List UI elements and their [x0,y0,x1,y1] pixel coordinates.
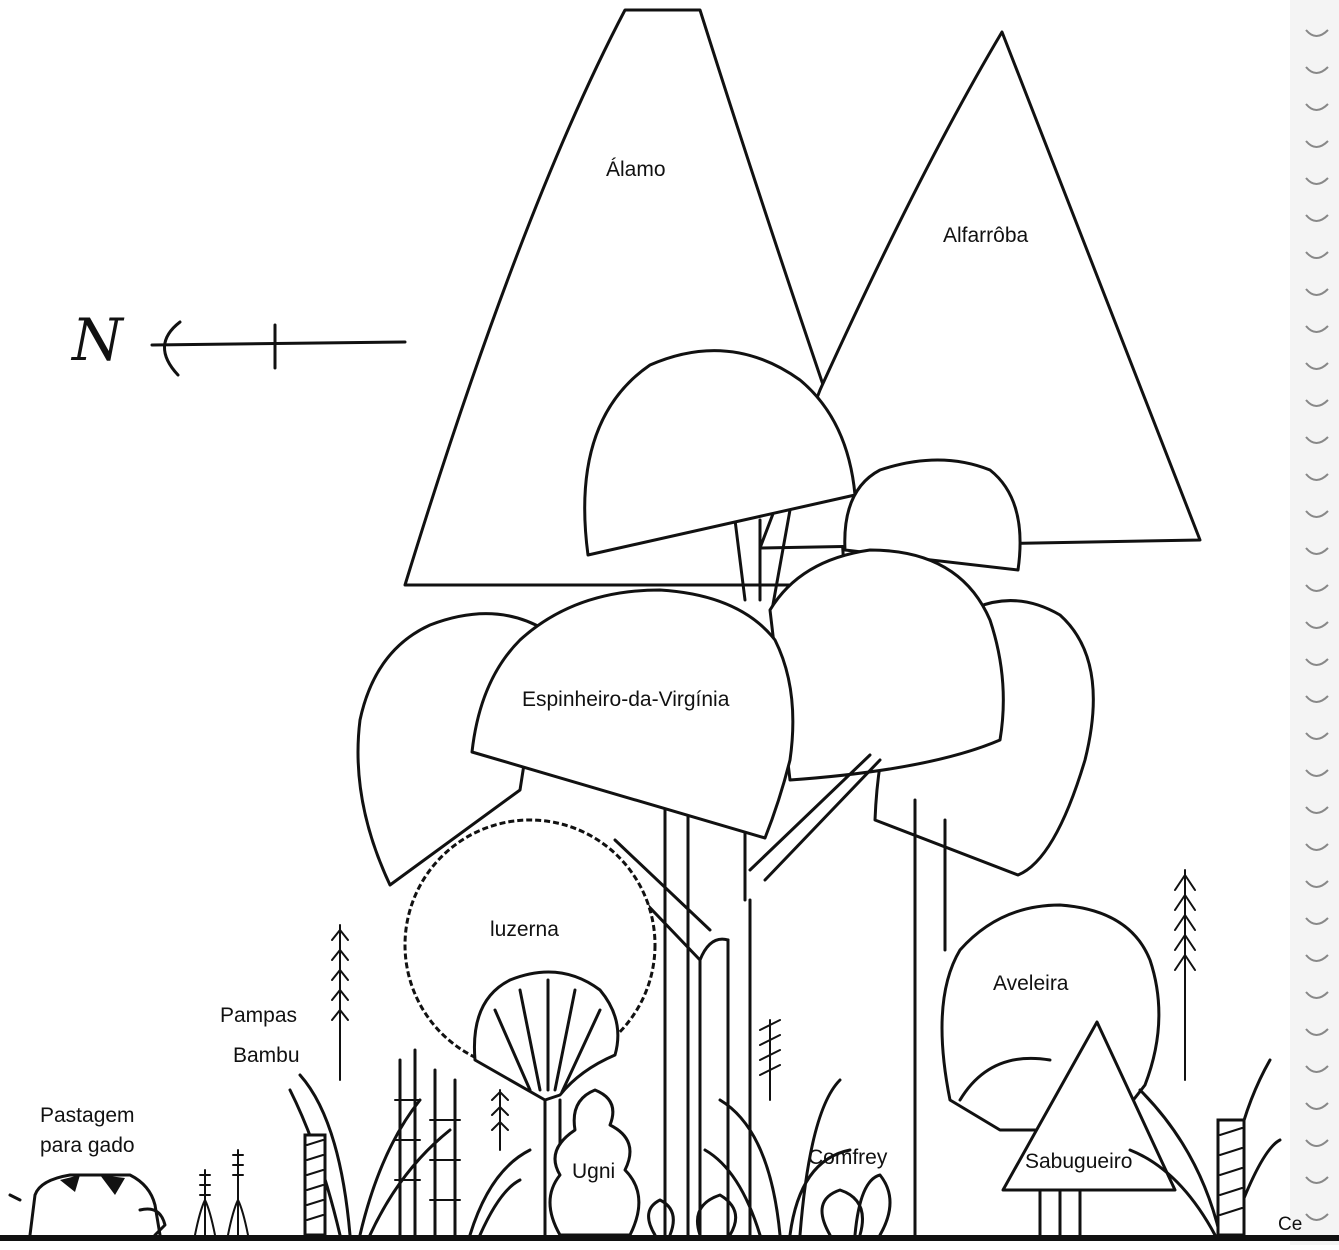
pastagem-label-line2: para gado [40,1134,135,1157]
espinheiro-label: Espinheiro-da-Virgínia [522,688,730,711]
binder-rings [1290,0,1339,1245]
ugni-label: Ugni [572,1160,615,1183]
alamo-label: Álamo [606,158,666,181]
aveleira-label: Aveleira [993,972,1069,995]
comfrey-label: Comfrey [808,1146,888,1169]
bambu-label: Bambu [233,1044,300,1067]
cow-figure [10,1175,165,1235]
cut-edge-label: Ce [1278,1214,1302,1235]
alfarroba-label: Alfarrôba [943,224,1029,247]
compass-letter: N [70,306,125,374]
luzerna-label: luzerna [490,918,559,941]
compass: N [70,306,405,375]
pastagem-label-line1: Pastagem [40,1104,135,1127]
small-flowers [195,1150,248,1235]
sabugueiro-label: Sabugueiro [1025,1150,1132,1173]
ground-plants [649,1175,890,1235]
pampas-bambu-labels: Pampas Bambu [220,1004,300,1067]
pastagem-label-group: Pastagem para gado [40,1104,135,1157]
ugni-bush: Ugni [550,1090,639,1235]
pampas-label: Pampas [220,1004,297,1027]
